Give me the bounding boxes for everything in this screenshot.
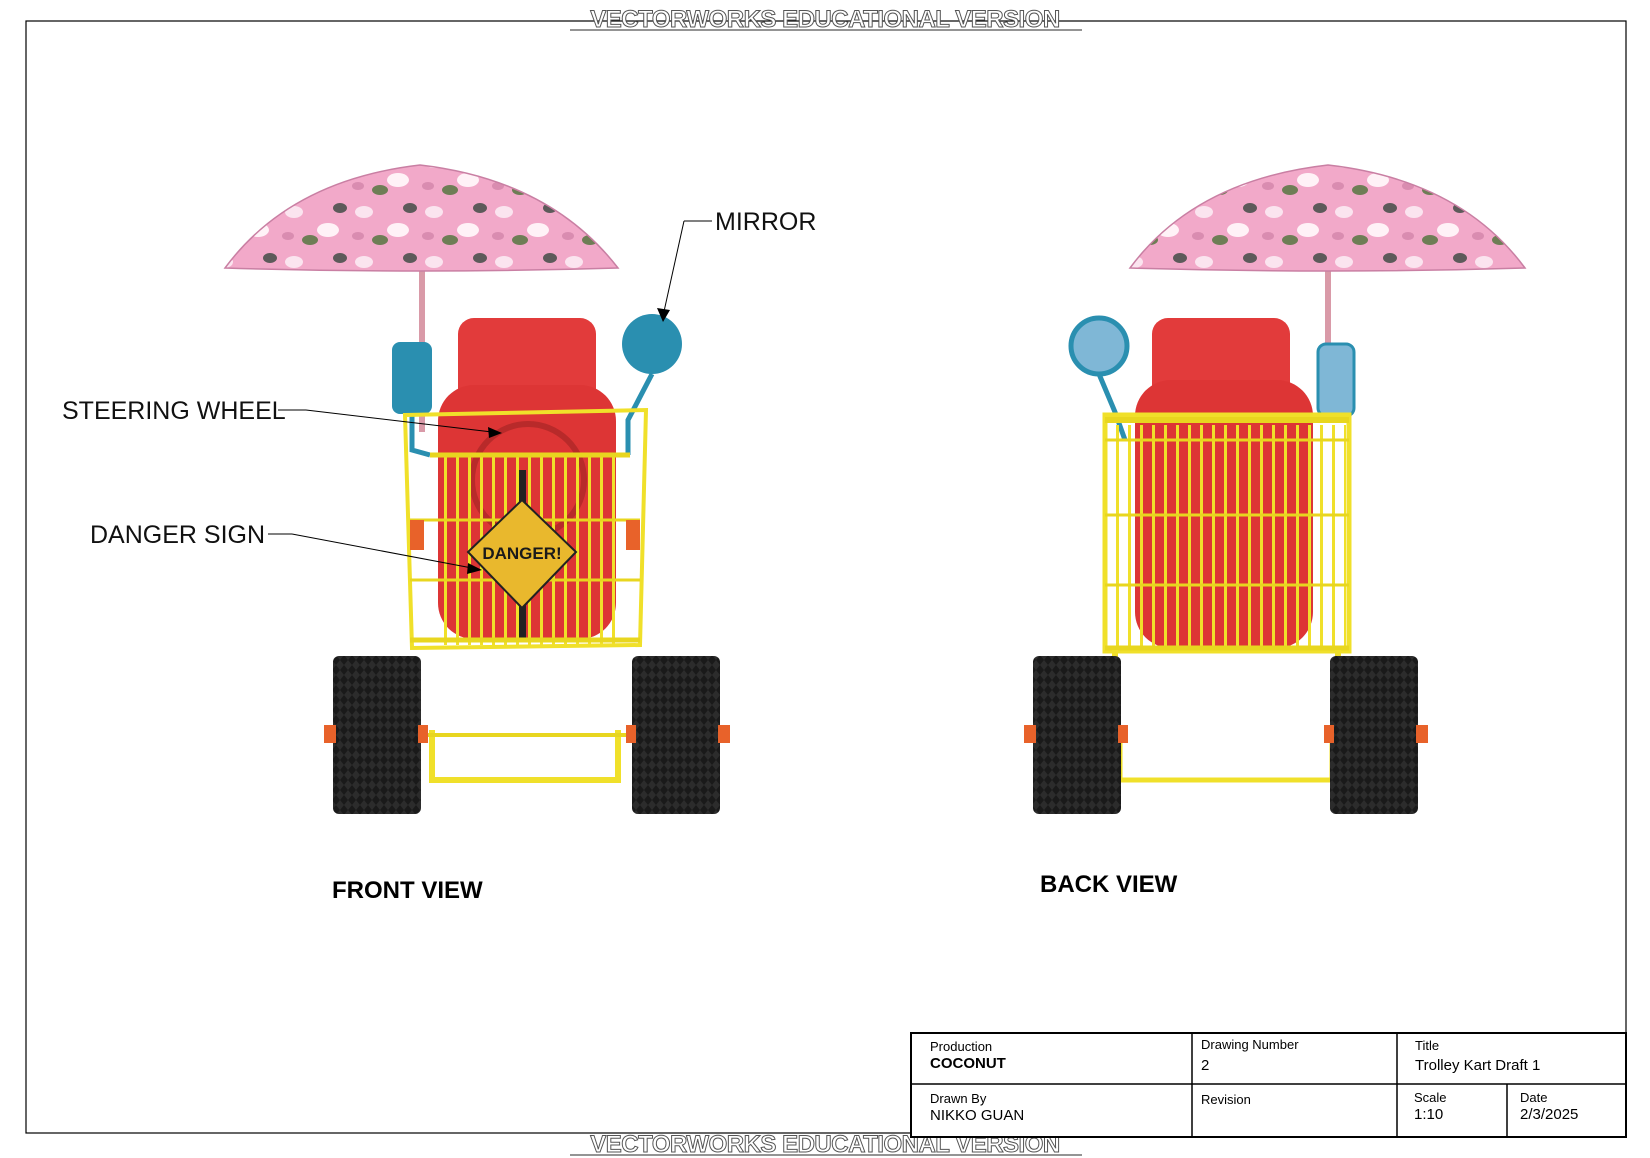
drawn-by-label: Drawn By <box>930 1091 987 1106</box>
round-mirror <box>1068 315 1130 377</box>
front-right-tire <box>632 656 720 814</box>
production-label: Production <box>930 1039 992 1054</box>
front-view-label: FRONT VIEW <box>332 877 483 904</box>
date-label: Date <box>1520 1090 1547 1105</box>
watermark-top: VECTORWORKS EDUCATIONAL VERSION <box>590 6 1059 33</box>
axle-frame <box>1117 730 1335 783</box>
axle-frame <box>429 730 621 783</box>
danger-sign: DANGER! <box>466 498 578 610</box>
hub-cap <box>1024 725 1036 743</box>
scale-value: 1:10 <box>1414 1106 1443 1123</box>
callout-mirror-label: MIRROR <box>715 208 816 236</box>
title-block: Production COCONUT Drawing Number 2 Titl… <box>910 1032 1627 1138</box>
front-view-kart: DANGER! <box>223 164 730 814</box>
cart-basket <box>1102 412 1352 654</box>
title-label: Title <box>1415 1038 1439 1053</box>
back-view-kart <box>1024 164 1527 814</box>
drawing-number-value: 2 <box>1201 1057 1209 1074</box>
hub-cap <box>324 725 336 743</box>
back-right-tire <box>1330 656 1418 814</box>
production-value: COCONUT <box>930 1055 1006 1072</box>
title-value: Trolley Kart Draft 1 <box>1415 1057 1540 1074</box>
front-left-tire <box>333 656 421 814</box>
umbrella-canopy <box>1128 164 1527 272</box>
right-mirror <box>1316 342 1356 418</box>
date-value: 2/3/2025 <box>1520 1106 1578 1123</box>
callout-mirror: MIRROR <box>657 208 816 322</box>
danger-sign-text: DANGER! <box>482 544 561 563</box>
umbrella-canopy <box>223 164 620 272</box>
umbrella-pole <box>1325 262 1331 422</box>
sheet-border <box>25 20 1627 1134</box>
callout-danger-sign-label: DANGER SIGN <box>90 521 265 549</box>
drawing-number-label: Drawing Number <box>1201 1037 1299 1052</box>
round-mirror <box>622 314 682 374</box>
drawn-by-value: NIKKO GUAN <box>930 1107 1024 1124</box>
back-left-tire <box>1033 656 1121 814</box>
callout-danger-sign: DANGER SIGN <box>90 521 482 574</box>
revision-label: Revision <box>1201 1092 1251 1107</box>
callout-steering-wheel: STEERING WHEEL <box>62 397 502 438</box>
back-view-label: BACK VIEW <box>1040 871 1178 898</box>
scale-label: Scale <box>1414 1090 1447 1105</box>
left-mirror <box>392 342 432 414</box>
callout-steering-wheel-label: STEERING WHEEL <box>62 397 286 425</box>
